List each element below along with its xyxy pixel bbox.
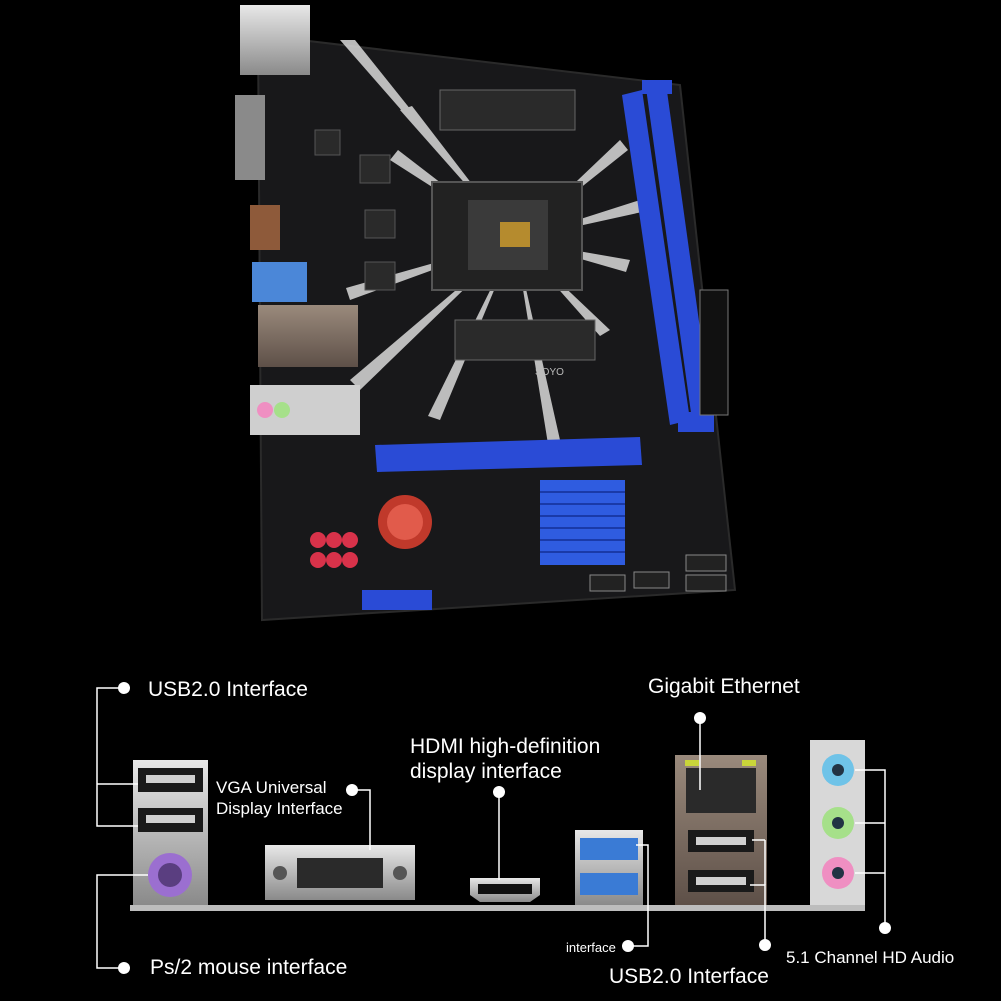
board-io-vga [235, 95, 265, 180]
dot-usb20-top [118, 682, 130, 694]
chipset-heatsink [540, 480, 625, 565]
board-io-usb3 [252, 262, 307, 302]
board-io-rj45 [258, 305, 358, 367]
board-io-hdmi [250, 205, 280, 250]
label-usb20-top: USB2.0 Interface [148, 678, 308, 701]
label-vga-line1: VGA Universal [216, 778, 327, 797]
sata-port-2 [633, 571, 670, 589]
label-hdmi-line1: HDMI high-definition [410, 735, 601, 758]
dot-ps2 [118, 962, 130, 974]
rj45-port [686, 768, 756, 813]
usb3-port-2 [580, 873, 638, 895]
board-brand: SOYO [535, 367, 564, 378]
dot-vga [346, 784, 358, 796]
label-audio: 5.1 Channel HD Audio [786, 948, 955, 967]
label-usb20-bottom: USB2.0 Interface [609, 965, 769, 988]
sata-port-1 [589, 574, 626, 592]
io-panel [130, 740, 865, 911]
io-shield-strip [130, 905, 865, 911]
ram-slot-2 [646, 84, 712, 420]
leader-lines [96, 687, 886, 969]
dot-gigabit [694, 712, 706, 724]
label-usb3-interface: interface [566, 940, 616, 955]
dot-usb3 [622, 940, 634, 952]
motherboard: SOYO [235, 5, 737, 622]
cooler-bracket-bottom [454, 319, 596, 361]
dot-audio [879, 922, 891, 934]
board-io-ps2 [240, 5, 310, 75]
label-hdmi-line2: display interface [410, 760, 562, 783]
label-vga-line2: Display Interface [216, 799, 343, 818]
capacitors [310, 532, 358, 568]
dot-usb20-bottom [759, 939, 771, 951]
sata-port-4 [685, 574, 727, 592]
usb-header [362, 590, 432, 610]
cooler-bracket-top [439, 89, 576, 131]
label-ps2: Ps/2 mouse interface [150, 956, 348, 979]
label-gigabit: Gigabit Ethernet [648, 675, 800, 698]
atx-power-connector [699, 289, 729, 416]
sata-port-3 [685, 554, 727, 572]
usb3-port-1 [580, 838, 638, 860]
pcie-slot [375, 437, 642, 472]
dot-hdmi [493, 786, 505, 798]
ram-slot-1 [622, 90, 690, 425]
leader-dots [118, 682, 891, 974]
